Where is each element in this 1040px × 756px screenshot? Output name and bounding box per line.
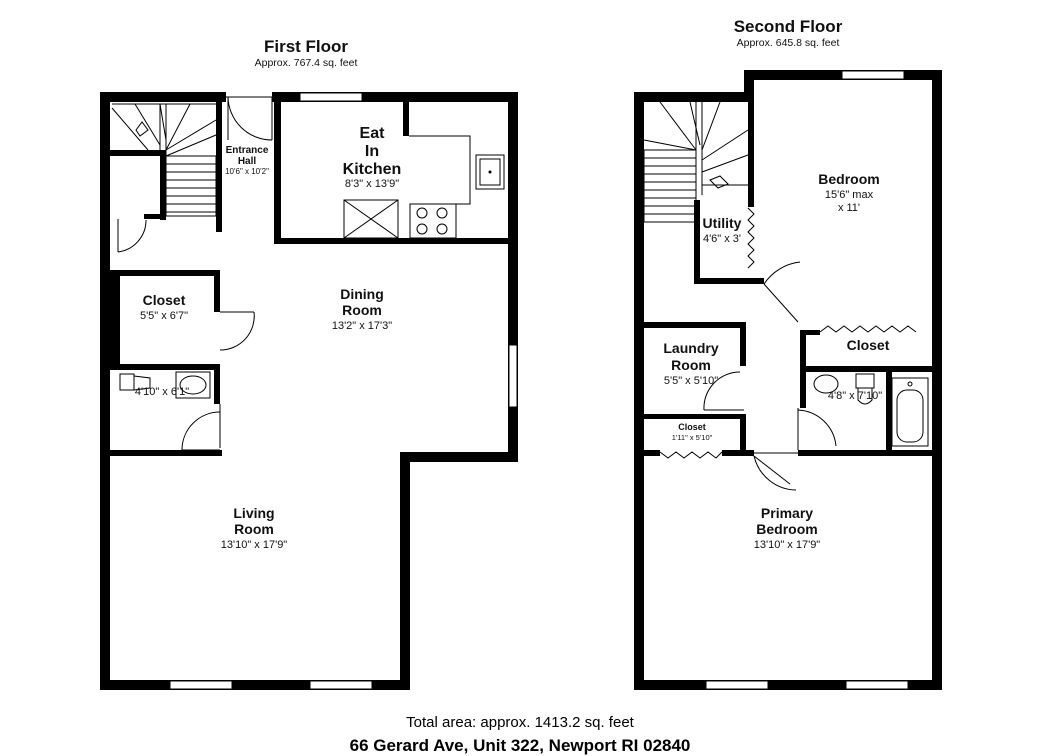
first-floor-plan: First Floor Approx. 767.4 sq. feet — [100, 37, 518, 690]
utility-dims: 4'6" x 3' — [703, 233, 741, 245]
second-floor-title: Second Floor — [734, 17, 843, 36]
small-closet-dims: 1'11" x 5'10" — [672, 433, 713, 442]
utility-bifold-door — [747, 207, 755, 269]
living-window-right — [309, 680, 373, 690]
half-bath-door — [181, 404, 221, 451]
dining-label-1: Dining — [340, 286, 384, 302]
total-area: Total area: approx. 1413.2 sq. feet — [406, 714, 634, 731]
bath-door — [797, 408, 837, 450]
dining-label-2: Room — [342, 302, 382, 318]
entrance-hall-dims: 10'6" x 10'2" — [225, 167, 269, 176]
second-floor-area: Approx. 645.8 sq. feet — [737, 37, 840, 49]
living-dims: 13'10" x 17'9" — [221, 539, 288, 551]
half-bath-fixtures — [119, 371, 211, 399]
kitchen-label-2: In — [365, 143, 379, 160]
living-label-2: Room — [234, 521, 274, 537]
bedroom-label: Bedroom — [818, 171, 879, 187]
dining-dims: 13'2" x 17'3" — [332, 320, 392, 332]
laundry-label-1: Laundry — [663, 340, 718, 356]
laundry-label-2: Room — [671, 357, 711, 373]
closet-2-label: Closet — [847, 337, 890, 353]
closet-bifold-door — [819, 325, 917, 333]
bedroom-window — [841, 70, 905, 80]
first-floor-area: Approx. 767.4 sq. feet — [255, 57, 358, 69]
small-closet-label: Closet — [678, 422, 706, 432]
kitchen-fixtures — [343, 135, 505, 239]
closet-label: Closet — [143, 292, 186, 308]
bath-fixtures — [813, 373, 929, 447]
half-bath-dims: 4'10" x 6'1" — [135, 386, 189, 398]
laundry-dims: 5'5" x 5'10" — [664, 375, 718, 387]
primary-dims: 13'10" x 17'9" — [754, 539, 821, 551]
kitchen-window — [299, 92, 363, 102]
living-window-left — [169, 680, 233, 690]
kitchen-label-1: Eat — [360, 125, 386, 142]
closet-dims: 5'5" x 6'7" — [140, 310, 188, 322]
laundry-door — [703, 371, 744, 411]
second-floor-plan: Second Floor Approx. 645.8 sq. feet — [634, 17, 942, 690]
second-floor-stairs — [643, 101, 749, 223]
primary-window-right — [845, 680, 909, 690]
primary-window-left — [705, 680, 769, 690]
closet-door — [219, 311, 255, 351]
primary-label-1: Primary — [761, 505, 813, 521]
first-floor-interior-walls — [110, 102, 508, 456]
first-floor-stairs — [111, 103, 217, 217]
bath-dims: 4'8" x 7'10" — [828, 390, 882, 402]
kitchen-label-3: Kitchen — [343, 161, 402, 178]
address: 66 Gerard Ave, Unit 322, Newport RI 0284… — [349, 736, 691, 755]
utility-label: Utility — [703, 215, 742, 231]
primary-label-2: Bedroom — [756, 521, 817, 537]
primary-bedroom-door — [753, 452, 798, 491]
bedroom-door — [763, 261, 801, 323]
understair-closet-door — [117, 219, 147, 253]
second-floor-interior-walls — [644, 102, 932, 456]
kitchen-dims: 8'3" x 13'9" — [345, 178, 399, 190]
living-label-1: Living — [233, 505, 274, 521]
dining-window — [508, 344, 518, 408]
entrance-hall-label-1: Entrance — [226, 145, 269, 156]
bedroom-dims-1: 15'6" max — [825, 189, 874, 201]
bedroom-dims-2: x 11' — [838, 202, 860, 214]
entrance-hall-label-2: Hall — [238, 156, 257, 167]
small-closet-bifold — [659, 451, 723, 459]
entrance-door — [226, 91, 273, 141]
first-floor-title: First Floor — [264, 37, 348, 56]
